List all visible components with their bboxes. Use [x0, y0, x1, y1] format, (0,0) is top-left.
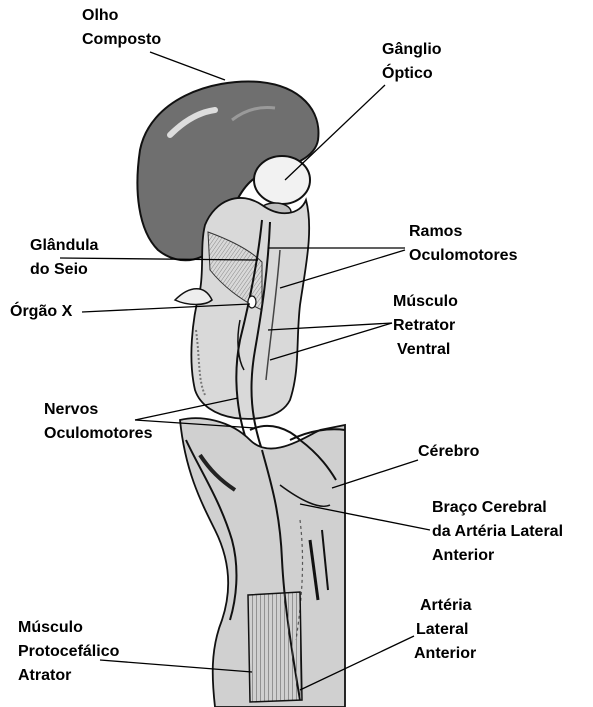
label-compound-eye: Olho Composto: [82, 4, 161, 52]
optic-ganglion-shape: [254, 156, 310, 204]
label-anterior-lateral-artery: Artéria Lateral Anterior: [414, 594, 476, 666]
label-x-organ: Órgão X: [10, 300, 72, 324]
label-optic-ganglion: Gânglio Óptico: [382, 38, 442, 86]
label-sinus-gland: Glândula do Seio: [30, 234, 98, 282]
label-oculomotor-branches: Ramos Oculomotores: [409, 220, 517, 268]
label-protocephalic-muscle: Músculo Protocefálico Atrator: [18, 616, 119, 688]
eyestalk-body-shape: [191, 198, 309, 419]
label-brain: Cérebro: [418, 440, 479, 464]
label-oculomotor-nerves: Nervos Oculomotores: [44, 398, 152, 446]
label-cerebral-branch: Braço Cerebral da Artéria Lateral Anteri…: [432, 496, 563, 568]
label-ventral-retractor-muscle: Músculo Retrator Ventral: [393, 290, 458, 362]
protocephalic-muscle-shape: [248, 592, 302, 702]
